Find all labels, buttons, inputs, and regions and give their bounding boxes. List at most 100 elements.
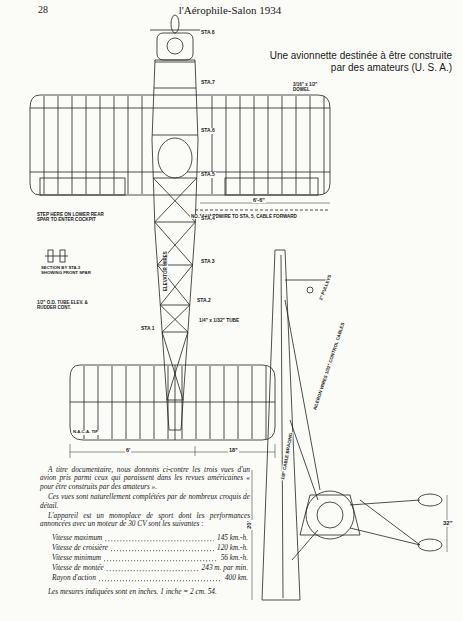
- wing-rib: [268, 96, 269, 194]
- drawing-label: 20': [246, 520, 253, 530]
- rudder-post: [175, 365, 176, 440]
- footnote: Les mesures indiquées sont en inches. 1 …: [48, 588, 253, 596]
- tail-rib: [210, 366, 211, 439]
- wing-rib: [44, 96, 45, 194]
- tail-rib: [238, 366, 239, 439]
- wing-rib: [212, 96, 213, 194]
- pulley: [307, 287, 313, 293]
- drawing-label: N.A.C.A. TIP: [72, 430, 99, 435]
- tail-rib: [224, 366, 225, 439]
- fuselage-frame: [300, 495, 360, 535]
- tail-rib: [182, 366, 183, 439]
- table-label: Vitesse maximum: [52, 534, 102, 542]
- title: Une avionnette destinée à être construit…: [262, 50, 452, 73]
- tail-rib: [98, 366, 99, 439]
- bracing-wire: [292, 530, 318, 560]
- dimension-tick: [195, 446, 196, 456]
- engine: [306, 491, 354, 539]
- tail-rib: [140, 366, 141, 439]
- table-value: 120 km.-h.: [217, 544, 248, 552]
- table-value: 56 km.-h.: [221, 554, 248, 562]
- drawing-label: STA 3: [200, 259, 216, 265]
- wing-rib: [240, 96, 241, 194]
- tail-rib: [126, 366, 127, 439]
- tail-rib: [84, 366, 85, 439]
- front-view: [252, 250, 447, 600]
- tail-rib: [154, 366, 155, 439]
- dot-leader: [104, 560, 218, 561]
- cross-brace: [167, 332, 188, 400]
- wing-panel: [262, 250, 300, 600]
- wing: [30, 95, 330, 195]
- cross-brace: [162, 332, 183, 400]
- pulley-line: [285, 280, 330, 281]
- cross-brace: [153, 178, 195, 222]
- elevator-hinge: [70, 402, 275, 403]
- dimension-line: [252, 470, 253, 600]
- wing-rib: [296, 96, 297, 194]
- tailplane: [70, 365, 275, 440]
- station-frame: [152, 135, 198, 136]
- drawing-label: 1/4" x 1/32" TUBE: [198, 318, 240, 324]
- drawing-label: 28: [38, 4, 48, 16]
- drawing-label: STA.2: [196, 298, 212, 304]
- cross-brace: [162, 305, 190, 332]
- wing-ribs: [44, 96, 324, 194]
- drawing-label: 6'-6": [252, 197, 266, 203]
- dimension-tick: [70, 444, 71, 458]
- fuselage-stations: [152, 62, 198, 400]
- table-value: 400 km.: [225, 574, 248, 582]
- dot-leader: [111, 550, 214, 551]
- wing-rib: [226, 96, 227, 194]
- drawing-label: 6': [125, 447, 131, 453]
- wing-rib: [282, 96, 283, 194]
- wing-rib: [310, 96, 311, 194]
- tail-rib: [196, 366, 197, 439]
- drawing-label: AILERON WIRES 1/32" CONTROL CABLES: [312, 321, 346, 412]
- wheel: [418, 494, 442, 506]
- station-frame: [154, 88, 196, 89]
- drawing-label: STA.7: [200, 80, 216, 86]
- drawing-label: 2" PULLEYS: [318, 273, 333, 302]
- drawing-label: l'Aérophile-Salon 1934: [179, 4, 282, 17]
- plan-view: [30, 15, 330, 458]
- wing-rib: [128, 96, 129, 194]
- tail-rib: [266, 366, 267, 439]
- tail-rib: [168, 366, 169, 439]
- cross-brace: [155, 222, 193, 265]
- cockpit: [158, 138, 192, 178]
- drawing-label: STA.6: [200, 128, 216, 134]
- drawing-label: STA 8: [200, 30, 216, 36]
- wing-rib: [58, 96, 59, 194]
- cross-brace: [160, 305, 188, 332]
- dot-leader: [105, 540, 214, 541]
- wing-rib: [142, 96, 143, 194]
- drawing-label: SECTION BY STA.3 SHOWING FRONT SPAR: [40, 266, 100, 276]
- drawing-label: ELEVATOR WIRES: [163, 250, 168, 292]
- dot-leader: [107, 570, 199, 571]
- hardwire: [195, 210, 330, 211]
- drawing-label: STA.5: [200, 172, 216, 178]
- aileron: [40, 178, 125, 195]
- engine: [167, 38, 183, 54]
- spar-section: [45, 250, 68, 262]
- drawing-label: 3/16" x 1/2" DOWEL: [292, 82, 330, 92]
- drawing-label: STA.4: [200, 216, 216, 222]
- aileron-wire: [285, 300, 320, 490]
- table-label: Vitesse de croisière: [52, 544, 108, 552]
- station-frame: [162, 332, 188, 333]
- drawing-label: STA 1: [140, 326, 156, 332]
- body-text: A titre documentaire, nous donnons ci-co…: [40, 466, 250, 491]
- wing-rib: [324, 96, 325, 194]
- station-frame: [155, 62, 195, 63]
- table-value: 145 km.-h.: [217, 534, 248, 542]
- table-label: Vitesse de montée: [52, 564, 104, 572]
- drawing-label: 1/2" O.D. TUBE ELEV. & RUDDER CONT.: [36, 300, 108, 310]
- wing-rib: [72, 96, 73, 194]
- aileron: [225, 178, 318, 195]
- station-frame: [153, 178, 196, 179]
- body-text: Ces vues sont naturellement complétées p…: [40, 493, 250, 510]
- wing-rib: [254, 96, 255, 194]
- drawing-label: 32": [442, 520, 454, 527]
- propeller-blade: [150, 30, 200, 31]
